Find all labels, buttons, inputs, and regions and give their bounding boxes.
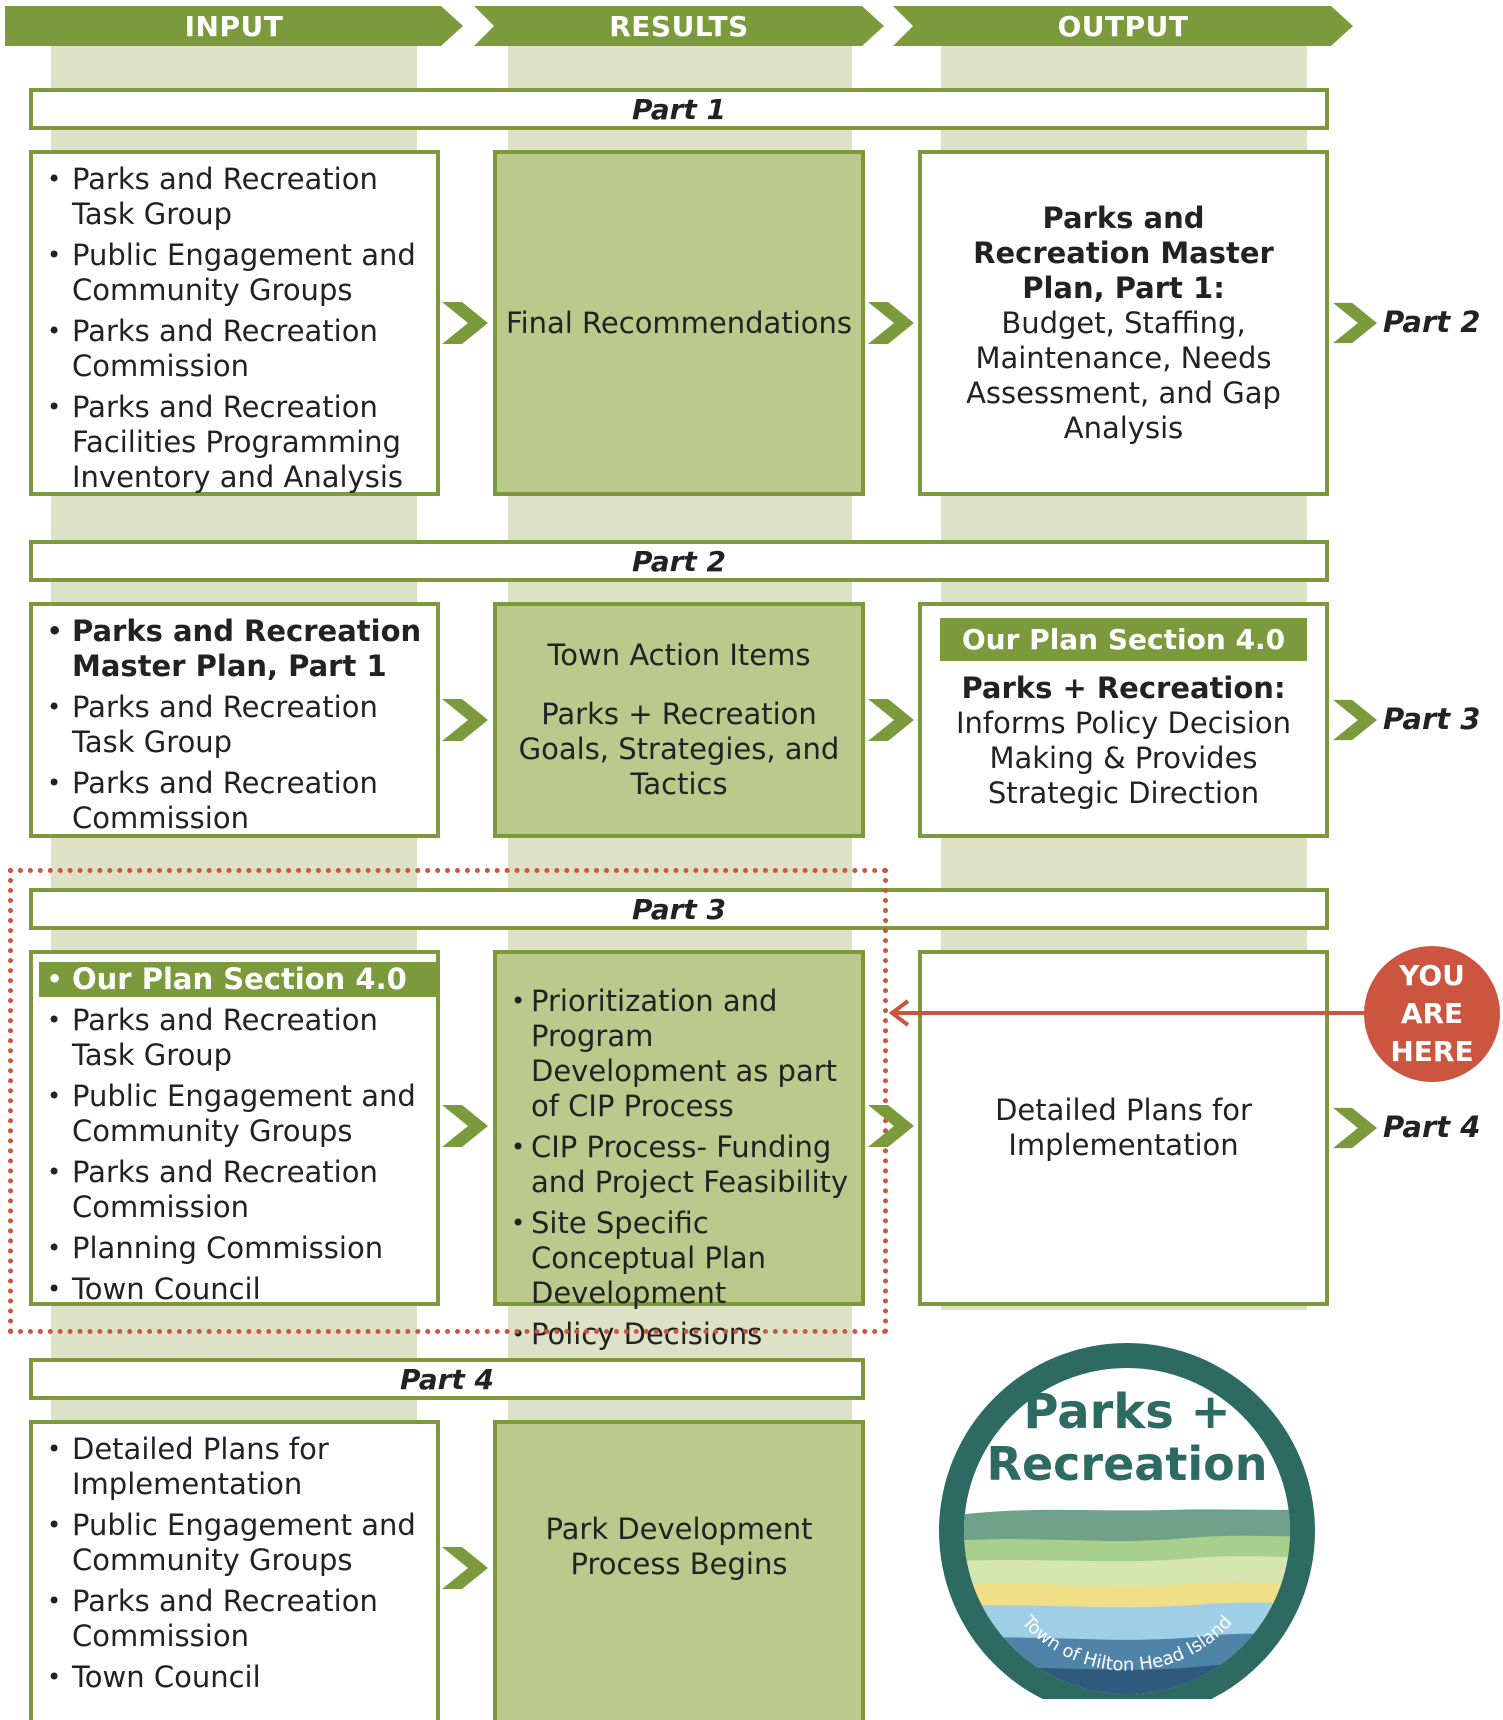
next-part-label: Part 4	[1383, 1110, 1481, 1144]
part4-results-box: Park Development Process Begins	[493, 1420, 865, 1720]
list-item: Planning Commission	[33, 1231, 436, 1266]
list-item: Parks and Recreation Master Plan, Part 1	[33, 614, 436, 684]
chevron-right-icon	[868, 699, 914, 741]
you-are-here-badge: YOU ARE HERE	[1364, 946, 1500, 1082]
list-item: Public Engagement and Community Groups	[33, 1508, 436, 1578]
logo-graphic: Parks + Recreation Town of Hilton Head I…	[939, 1343, 1315, 1699]
list-item-highlight: Our Plan Section 4.0	[39, 962, 436, 997]
current-stage-frame	[8, 868, 888, 1334]
part2-input-box: Parks and Recreation Master Plan, Part 1…	[29, 602, 440, 838]
list-item: Parks and Recreation Facilities Programm…	[33, 390, 436, 495]
part3-results-box: Prioritization and Program Development a…	[493, 950, 865, 1352]
list-item: Parks and Recreation Commission	[33, 1155, 436, 1225]
chevron-right-icon	[442, 1105, 488, 1147]
part1-title-bar: Part 1	[29, 88, 1329, 130]
logo-title-2: Recreation	[987, 1437, 1268, 1491]
list-item: Site Specific Conceptual Plan Developmen…	[497, 1206, 861, 1311]
part4-title-bar: Part 4	[29, 1358, 865, 1400]
chevron-right-icon	[442, 699, 488, 741]
list-item: Parks and Recreation Task Group	[33, 162, 436, 232]
chevron-right-icon	[442, 1547, 488, 1589]
you-are-here-arrow	[888, 999, 1364, 1027]
section-tag: Our Plan Section 4.0	[939, 618, 1308, 661]
part4-input-box: Detailed Plans for Implementation Public…	[29, 1420, 440, 1720]
list-item: Prioritization and Program Development a…	[497, 984, 861, 1124]
results-header: RESULTS	[474, 6, 884, 46]
output-header: OUTPUT	[893, 6, 1353, 46]
list-item: Town Council	[33, 1660, 436, 1695]
list-item: Detailed Plans for Implementation	[33, 1432, 436, 1502]
list-item: Parks and Recreation Task Group	[33, 1003, 436, 1073]
list-item: Parks and Recreation Commission	[33, 314, 436, 384]
chevron-right-icon	[1333, 1107, 1377, 1149]
list-item: Parks and Recreation Commission	[33, 766, 436, 836]
next-part-label: Part 3	[1383, 702, 1481, 736]
chevron-right-icon	[442, 302, 488, 344]
list-item: Parks and Recreation Commission	[33, 1584, 436, 1654]
list-item: Public Engagement and Community Groups	[33, 238, 436, 308]
logo-title-1: Parks +	[1023, 1384, 1230, 1440]
part3-output-box: Detailed Plans for Implementation	[918, 950, 1329, 1306]
input-header: INPUT	[5, 6, 463, 46]
next-part-label: Part 2	[1383, 305, 1481, 339]
chevron-right-icon	[1333, 699, 1377, 741]
part2-title-bar: Part 2	[29, 540, 1329, 582]
part1-results-box: Final Recommendations	[493, 150, 865, 496]
part2-output-box: Our Plan Section 4.0 Parks + Recreation:…	[918, 602, 1329, 838]
list-item: Parks and Recreation Task Group	[33, 690, 436, 760]
part1-input-box: Parks and Recreation Task Group Public E…	[29, 150, 440, 496]
list-item: Town Council	[33, 1272, 436, 1307]
part3-input-box: Our Plan Section 4.0 Parks and Recreatio…	[29, 950, 440, 1307]
chevron-right-icon	[868, 1105, 914, 1147]
list-item: Public Engagement and Community Groups	[33, 1079, 436, 1149]
part2-results-box: Town Action Items Parks + Recreation Goa…	[493, 602, 865, 838]
part3-title-bar: Part 3	[29, 888, 1329, 930]
chevron-right-icon	[868, 302, 914, 344]
part1-output-box: Parks and Recreation Master Plan, Part 1…	[918, 150, 1329, 496]
list-item: CIP Process- Funding and Project Feasibi…	[497, 1130, 861, 1200]
chevron-right-icon	[1333, 302, 1377, 344]
list-item: Policy Decisions	[497, 1317, 861, 1352]
parks-recreation-logo: Parks + Recreation Town of Hilton Head I…	[936, 1340, 1318, 1699]
